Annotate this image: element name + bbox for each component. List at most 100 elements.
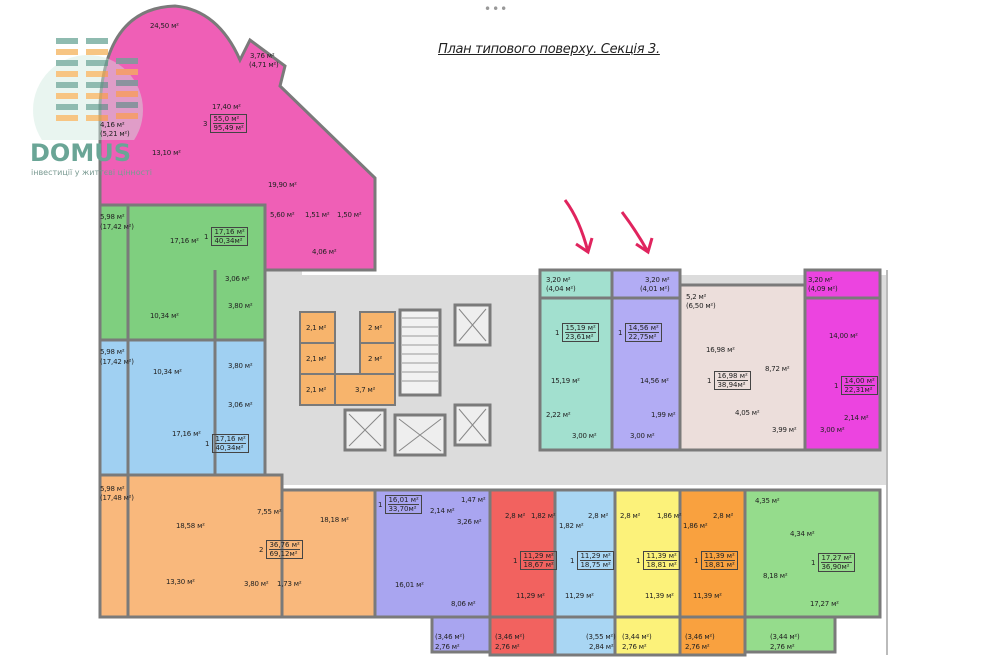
room-area-label: (4,04 м²) <box>546 285 576 293</box>
logo-bar <box>56 104 78 110</box>
apartment-violet-bottom <box>373 488 492 619</box>
total-area: 18,75 м² <box>580 561 611 569</box>
living-area: 15,19 м² <box>565 324 596 333</box>
storage-area-label: 2,1 м² <box>306 386 327 394</box>
elevator-cross <box>458 408 487 442</box>
total-area: 69,12м² <box>269 550 298 558</box>
room-area-label: 4,34 м² <box>790 530 815 538</box>
room-area-label: 11,29 м² <box>565 592 594 600</box>
living-area: 14,56 м² <box>628 324 659 333</box>
room-area-label: 2,8 м² <box>505 512 526 520</box>
room-area-label: 2,76 м² <box>685 643 710 651</box>
staircase <box>398 308 442 397</box>
storage-area-label: 2 м² <box>368 355 382 363</box>
room-area-label: 1,50 м² <box>337 211 362 219</box>
room-area-label: 1,73 м² <box>277 580 302 588</box>
room-area-label: 1,47 м² <box>461 496 486 504</box>
logo-wordmark: DOMUS <box>30 139 131 167</box>
room-area-label: 4,35 м² <box>755 497 780 505</box>
room-area-label: (3,46 м²) <box>495 633 525 641</box>
logo-bar <box>56 49 78 55</box>
room-area-label: 8,06 м² <box>451 600 476 608</box>
logo-bar <box>116 69 138 75</box>
logo-bar <box>56 82 78 88</box>
living-area: 17,27 м² <box>821 554 852 563</box>
room-area-label: 17,40 м² <box>212 103 241 111</box>
logo-bar <box>56 93 78 99</box>
storage-area-label: 2 м² <box>368 324 382 332</box>
plan-title: План типового поверху. Секція 3. <box>438 42 660 57</box>
room-area-label: 3,00 м² <box>630 432 655 440</box>
logo-bar <box>116 102 138 108</box>
total-area: 18,81 м² <box>646 561 677 569</box>
room-area-label: 2,14 м² <box>844 414 869 422</box>
logo-bar <box>86 82 108 88</box>
total-area: 22,31м² <box>844 386 873 394</box>
room-area-label: 13,10 м² <box>152 149 181 157</box>
red-arrow-head-icon <box>635 237 654 255</box>
room-count: 1 <box>513 556 518 565</box>
room-area-label: 14,56 м² <box>640 377 669 385</box>
room-area-label: (4,09 м²) <box>808 285 838 293</box>
room-area-label: 1,99 м² <box>651 411 676 419</box>
room-area-label: 3,06 м² <box>225 275 250 283</box>
apartment-magenta-top <box>803 268 882 452</box>
total-area: 33,70м² <box>388 505 417 513</box>
logo-bar <box>56 115 78 121</box>
room-count: 1 <box>707 376 712 385</box>
room-count: 1 <box>618 328 623 337</box>
room-area-label: 1,82 м² <box>559 522 584 530</box>
room-area-label: 1,86 м² <box>683 522 708 530</box>
room-area-label: 16,01 м² <box>395 581 424 589</box>
room-count: 1 <box>636 556 641 565</box>
elevator-cross <box>348 413 382 447</box>
room-area-label: 3,20 м² <box>808 276 833 284</box>
more-options-dots[interactable]: ••• <box>484 2 509 16</box>
living-area: 16,01 м² <box>388 496 419 505</box>
room-area-label: 2,76 м² <box>495 643 520 651</box>
apartment-teal-top <box>538 268 614 452</box>
corridor-left <box>262 270 302 485</box>
storage-area-label: 3,7 м² <box>355 386 376 394</box>
living-area: 55,0 м² <box>213 115 244 124</box>
room-area-label: 2,84 м² <box>589 643 614 651</box>
room-area-label: 10,34 м² <box>150 312 179 320</box>
room-area-label: 3,80 м² <box>244 580 269 588</box>
room-area-label: 3,76 м² <box>250 52 275 60</box>
room-area-label: (3,44 м²) <box>622 633 652 641</box>
room-count: 1 <box>205 439 210 448</box>
storage-area-label: 2,1 м² <box>306 355 327 363</box>
room-area-label: (3,46 м²) <box>685 633 715 641</box>
room-count: 1 <box>570 556 575 565</box>
room-area-label: 3,80 м² <box>228 362 253 370</box>
room-area-label: 3,00 м² <box>820 426 845 434</box>
storage-room <box>299 342 336 375</box>
room-area-label: 14,00 м² <box>829 332 858 340</box>
logo-bar <box>56 38 78 44</box>
room-area-label: 3,06 м² <box>228 401 253 409</box>
living-area: 17,16 м² <box>214 228 245 237</box>
living-area: 14,00 м² <box>844 377 875 386</box>
room-area-label: 2,8 м² <box>713 512 734 520</box>
room-area-label: 2,76 м² <box>770 643 795 651</box>
total-area: 40,34м² <box>214 237 243 245</box>
room-area-label: 2,8 м² <box>588 512 609 520</box>
logo-bar <box>86 49 108 55</box>
living-area: 11,39 м² <box>646 552 677 561</box>
